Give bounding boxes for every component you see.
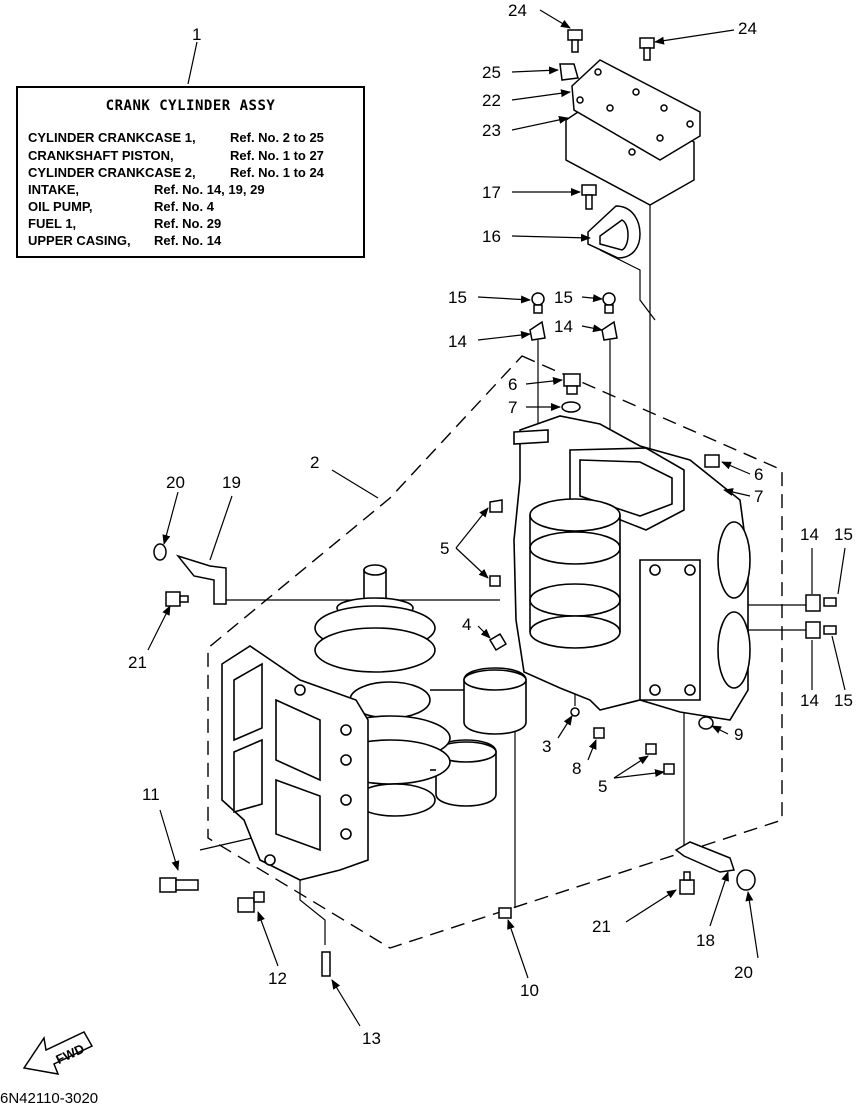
drawing-code: 6N42110-3020 — [0, 1090, 99, 1107]
reference-row-name: FUEL 1, — [28, 216, 77, 231]
assembly-title: CRANK CYLINDER ASSY — [105, 98, 276, 114]
callout-22: 22 — [482, 91, 501, 110]
fitting-icon — [529, 292, 618, 341]
callout-15: 15 — [448, 288, 467, 307]
callout-5: 5 — [440, 539, 449, 558]
reference-row-name: INTAKE, — [28, 182, 80, 197]
callout-19: 19 — [222, 473, 241, 492]
reference-row-name: UPPER CASING, — [28, 233, 131, 248]
crankshaft-icon — [314, 564, 464, 817]
fwd-arrow-icon: FWD — [22, 1031, 94, 1075]
callout-1: 1 — [192, 25, 201, 44]
leader-lines — [147, 9, 846, 1027]
reference-row-name: CRANKSHAFT PISTON, — [28, 148, 174, 163]
bracket-icon — [581, 184, 641, 259]
callout-3: 3 — [542, 737, 551, 756]
callout-12: 12 — [268, 969, 287, 988]
callout-23: 23 — [482, 121, 501, 140]
callout-14: 14 — [800, 525, 819, 544]
callout-labels: 1 24 24 25 22 23 17 16 15 15 14 14 6 7 6… — [128, 1, 853, 1048]
callout-25: 25 — [482, 63, 501, 82]
callout-20: 20 — [734, 963, 753, 982]
reference-row-ref: Ref. No. 1 to 24 — [230, 165, 324, 180]
reference-row-name: CYLINDER CRANKCASE 1, — [28, 130, 196, 145]
callout-24: 24 — [738, 19, 757, 38]
callout-14: 14 — [554, 317, 573, 336]
crankcase-half — [221, 645, 369, 881]
reference-row-ref: Ref. No. 2 to 25 — [230, 130, 324, 145]
callout-14: 14 — [800, 691, 819, 710]
cylinder-head-cover — [565, 59, 701, 206]
callout-18: 18 — [696, 931, 715, 950]
callout-15: 15 — [554, 288, 573, 307]
piston-icon — [435, 667, 527, 807]
callout-16: 16 — [482, 227, 501, 246]
intake-bracket-icon — [175, 554, 735, 873]
bolt-icon — [559, 29, 655, 81]
callout-20: 20 — [166, 473, 185, 492]
callout-5: 5 — [598, 777, 607, 796]
callout-2: 2 — [310, 453, 319, 472]
callout-15: 15 — [834, 525, 853, 544]
reference-row-ref: Ref. No. 14 — [154, 233, 222, 248]
callout-4: 4 — [462, 615, 471, 634]
callout-6: 6 — [754, 465, 763, 484]
callout-10: 10 — [520, 981, 539, 1000]
callout-7: 7 — [754, 487, 763, 506]
reference-row-name: OIL PUMP, — [28, 199, 93, 214]
reference-row-ref: Ref. No. 1 to 27 — [230, 148, 324, 163]
callout-24: 24 — [508, 1, 527, 20]
callout-9: 9 — [734, 725, 743, 744]
callout-21: 21 — [592, 917, 611, 936]
callout-14: 14 — [448, 332, 467, 351]
reference-row-name: CYLINDER CRANKCASE 2, — [28, 165, 196, 180]
cylinder-crankcase-block — [513, 415, 751, 721]
reference-row-ref: Ref. No. 4 — [154, 199, 214, 214]
callout-17: 17 — [482, 183, 501, 202]
callout-7: 7 — [508, 398, 517, 417]
callout-6: 6 — [508, 375, 517, 394]
callout-13: 13 — [362, 1029, 381, 1048]
callout-8: 8 — [572, 759, 581, 778]
reference-row-ref: Ref. No. 29 — [154, 216, 222, 231]
assembly-outline — [207, 355, 783, 949]
hardware-icon — [153, 499, 837, 977]
callout-15: 15 — [834, 691, 853, 710]
reference-row-ref: Ref. No. 14, 19, 29 — [154, 182, 265, 197]
assembly-reference-box: CRANK CYLINDER ASSY CYLINDER CRANKCASE 1… — [16, 86, 365, 258]
callout-21: 21 — [128, 653, 147, 672]
callout-11: 11 — [142, 785, 160, 804]
